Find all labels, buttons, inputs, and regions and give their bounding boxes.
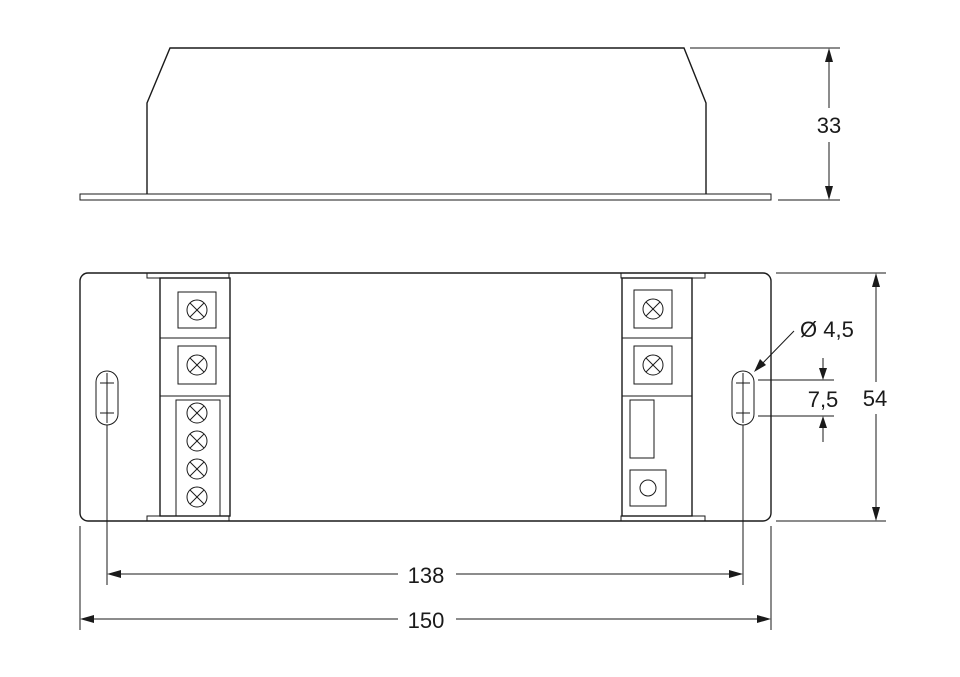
side-view-flange: [79, 193, 772, 201]
screw-icon: [186, 354, 208, 376]
hole-spacing-dimension: 138: [106, 425, 744, 590]
right-terminal-block: [620, 272, 706, 522]
top-view-base-plate: [79, 272, 772, 522]
screw-icon: [642, 298, 664, 320]
side-view: [79, 47, 772, 201]
screw-icon: [186, 486, 208, 508]
top-view: [79, 272, 772, 522]
screw-icon: [642, 354, 664, 376]
height-label: 33: [817, 113, 841, 138]
width-label: 54: [863, 386, 887, 411]
side-view-body: [146, 47, 707, 194]
hole-diameter-dimension: Ø 4,5: [754, 317, 854, 372]
width-dimension: 54: [776, 272, 894, 522]
left-terminal-block: [146, 272, 231, 522]
overall-length-dimension: 150: [79, 526, 772, 635]
screw-icon: [186, 299, 208, 321]
left-mounting-slot: [95, 370, 119, 426]
screw-icon: [186, 458, 208, 480]
overall-length-label: 150: [408, 608, 445, 633]
screw-icon: [186, 402, 208, 424]
height-dimension: 33: [690, 47, 846, 201]
hole-diameter-label: Ø 4,5: [800, 317, 854, 342]
screw-icon: [186, 430, 208, 452]
slot-length-label: 7,5: [808, 387, 839, 412]
right-mounting-slot: [731, 370, 755, 426]
hole-spacing-label: 138: [408, 563, 445, 588]
slot-length-dimension: 7,5: [758, 358, 838, 442]
